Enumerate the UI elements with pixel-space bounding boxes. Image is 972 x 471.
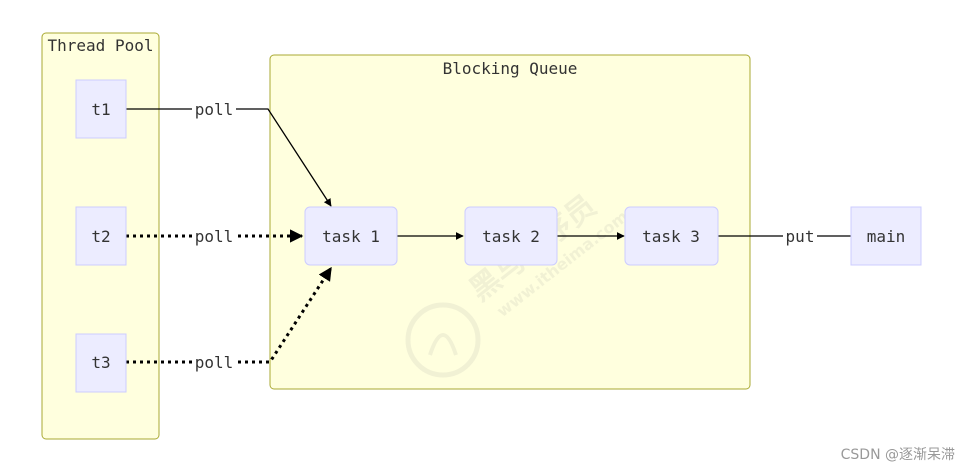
node-task2-label: task 2 xyxy=(482,227,540,246)
edge-main-label-bg xyxy=(783,227,817,245)
node-t1-box xyxy=(75,79,127,139)
edge-t3-label-bg xyxy=(192,353,236,371)
node-task3-label: task 3 xyxy=(642,227,700,246)
node-task2[interactable]: task 2 xyxy=(464,206,558,266)
node-task2-box xyxy=(464,206,558,266)
node-main-box xyxy=(850,206,922,266)
edge-t2-label-bg xyxy=(192,227,236,245)
edge-t3-task1-line xyxy=(126,266,333,364)
node-main[interactable]: main xyxy=(850,206,922,266)
node-task1-label: task 1 xyxy=(322,227,380,246)
node-t3-label: t3 xyxy=(91,353,110,372)
edge-t1-task1: poll xyxy=(126,100,332,207)
watermark-logo-icon xyxy=(405,302,481,378)
blocking-queue-title: Blocking Queue xyxy=(443,59,578,78)
node-main-label: main xyxy=(867,227,906,246)
edge-t3-label: poll xyxy=(195,353,234,372)
edge-t2-label: poll xyxy=(195,227,234,246)
credit-text: CSDN @逐渐呆滞 xyxy=(841,447,955,463)
node-t2-box xyxy=(75,206,127,266)
edge-t1-task1-line xyxy=(126,108,332,207)
node-t3[interactable]: t3 xyxy=(75,333,127,393)
node-t2-label: t2 xyxy=(91,227,110,246)
edge-main-label: put xyxy=(786,227,815,246)
node-task3-box xyxy=(624,206,719,266)
node-t1-label: t1 xyxy=(91,100,110,119)
node-t1[interactable]: t1 xyxy=(75,79,127,139)
node-task1-box xyxy=(304,206,398,266)
edge-t1-label-bg xyxy=(192,100,236,118)
edge-t3-task1: poll xyxy=(126,266,333,372)
edge-t2-task1: poll xyxy=(126,227,304,246)
node-task1[interactable]: task 1 xyxy=(304,206,398,266)
edge-t1-label: poll xyxy=(195,100,234,119)
node-t3-box xyxy=(75,333,127,393)
watermark-flame-icon xyxy=(428,333,458,356)
node-t2[interactable]: t2 xyxy=(75,206,127,266)
node-task3[interactable]: task 3 xyxy=(624,206,719,266)
thread-pool-title: Thread Pool xyxy=(48,36,154,55)
edge-main-task3: put xyxy=(718,227,851,246)
